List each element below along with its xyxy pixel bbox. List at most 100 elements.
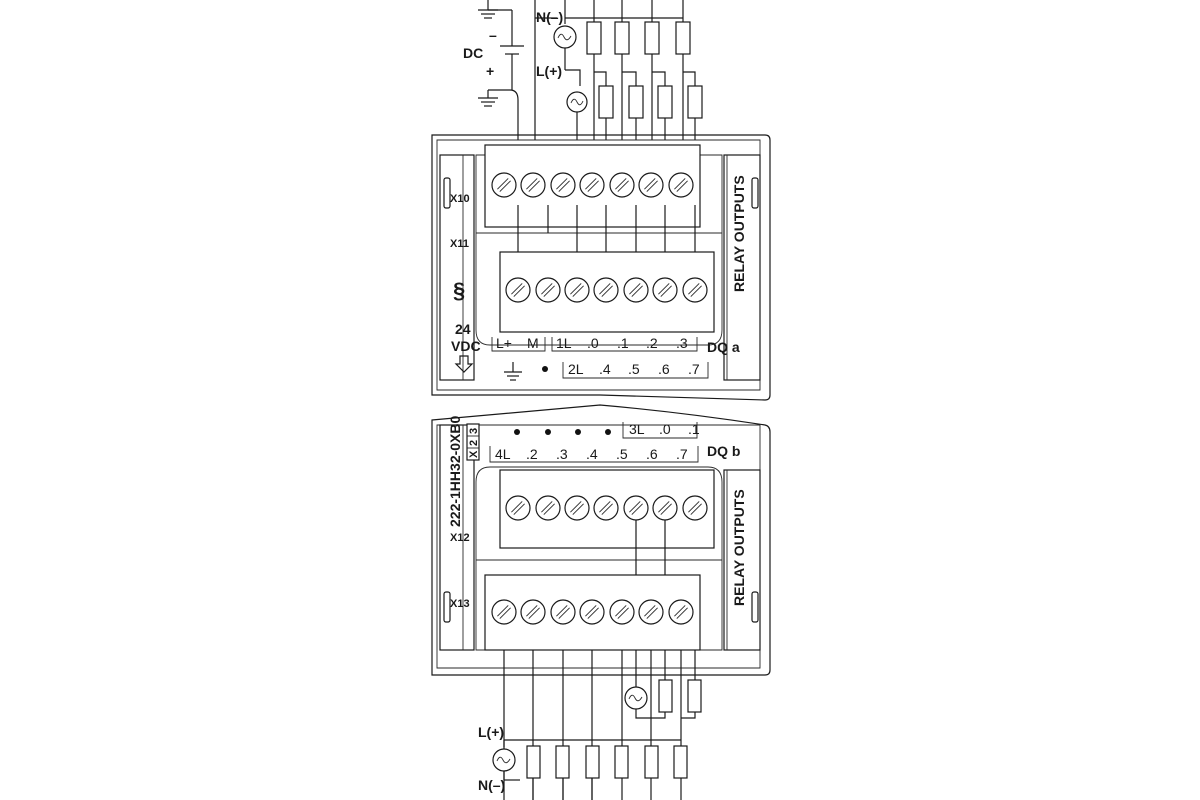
- terminal-label: M: [527, 335, 539, 351]
- ground-icon-lower: [478, 89, 519, 140]
- unused-terminal-dot: [545, 429, 551, 435]
- screw-terminal-icon: [550, 172, 576, 198]
- screw-terminal-icon: [505, 277, 531, 303]
- screw-terminal-icon: [609, 599, 635, 625]
- screw-terminal-icon: [564, 277, 590, 303]
- terminal-label: 3L: [629, 421, 645, 437]
- version-digit: 3: [468, 428, 480, 434]
- screw-terminal-icon: [491, 599, 517, 625]
- connector-label-x12: X12: [450, 532, 470, 544]
- dc-plus-label: +: [486, 63, 494, 79]
- screw-terminal-icon: [609, 172, 635, 198]
- arrow-down-icon: [454, 355, 474, 373]
- terminal-block-x12: [499, 469, 715, 549]
- ac-source-icon-3: [624, 686, 648, 710]
- screw-terminal-icon: [623, 277, 649, 303]
- unused-terminal-dot: [605, 429, 611, 435]
- terminal-label: .2: [526, 446, 538, 462]
- dc-minus-label: –: [489, 27, 497, 43]
- screw-terminal-icon: [652, 277, 678, 303]
- dc-battery-icon: [500, 10, 524, 90]
- manufacturer-logo-icon: §: [453, 278, 465, 303]
- terminal-label: .5: [628, 361, 640, 377]
- lower-module: [431, 404, 771, 676]
- terminal-label: 4L: [495, 446, 511, 462]
- load-resistor-row-bottom: [526, 745, 688, 779]
- terminal-labels-dq-b-row2: 4L .2 .3 .4 .5 .6 .7: [489, 446, 699, 463]
- group-label-dq-a: DQ a: [707, 339, 740, 355]
- l-plus-label: L(+): [536, 63, 562, 79]
- screw-terminal-icon: [638, 172, 664, 198]
- connector-label-x10: X10: [450, 193, 470, 205]
- ground-icon-terminal: [504, 362, 522, 381]
- screw-terminal-icon: [535, 277, 561, 303]
- screw-terminal-icon: [505, 495, 531, 521]
- screw-terminal-icon: [550, 599, 576, 625]
- terminal-block-x13: [484, 574, 701, 651]
- relay-outputs-label-upper: RELAY OUTPUTS: [731, 175, 747, 292]
- screw-terminal-icon: [579, 172, 605, 198]
- top-external-wiring: DC – + N(–) L(+): [463, 0, 703, 140]
- screw-terminal-icon: [668, 172, 694, 198]
- terminal-label: .5: [616, 446, 628, 462]
- version-digit: X: [468, 450, 480, 458]
- supply-voltage-label: 24: [455, 321, 471, 337]
- terminal-label: .0: [587, 335, 599, 351]
- ground-icon: [478, 0, 512, 19]
- unused-terminal-dot: [514, 429, 520, 435]
- screw-terminal-icon: [564, 495, 590, 521]
- connector-label-x13: X13: [450, 598, 470, 610]
- screw-terminal-icon: [638, 599, 664, 625]
- screw-terminal-icon: [682, 277, 708, 303]
- terminal-label: .4: [586, 446, 598, 462]
- load-resistor-row-lower: [598, 85, 703, 140]
- screw-terminal-icon: [652, 495, 678, 521]
- upper-module: [431, 134, 771, 401]
- screw-terminal-icon: [491, 172, 517, 198]
- group-label-dq-b: DQ b: [707, 443, 740, 459]
- terminal-label: .3: [556, 446, 568, 462]
- terminal-label: .3: [676, 335, 688, 351]
- terminal-labels-dq-b-row1: 3L .0 .1: [514, 421, 700, 439]
- screw-terminal-icon: [579, 599, 605, 625]
- version-box: X 2 3: [466, 423, 480, 461]
- screw-terminal-icon: [668, 599, 694, 625]
- terminal-block-x10: [484, 144, 701, 233]
- terminal-label: .1: [688, 421, 700, 437]
- terminal-label: 1L: [556, 335, 572, 351]
- load-resistor-row-upper: [586, 0, 691, 72]
- unused-terminal-dot: [542, 366, 548, 372]
- screw-terminal-icon: [520, 172, 546, 198]
- terminal-label: .6: [658, 361, 670, 377]
- screw-terminal-icon: [520, 599, 546, 625]
- terminal-label: L+: [496, 335, 512, 351]
- screw-terminal-icon: [593, 277, 619, 303]
- terminal-label: .6: [646, 446, 658, 462]
- upper-internal-lines: [517, 233, 696, 252]
- ac-source-icon-4: [492, 748, 516, 772]
- terminal-label: .2: [646, 335, 658, 351]
- unused-terminal-dot: [575, 429, 581, 435]
- terminal-label: .0: [659, 421, 671, 437]
- bottom-external-wiring: L(+) N(–): [478, 650, 702, 800]
- supply-type-label: VDC: [451, 338, 481, 354]
- screw-terminal-icon: [593, 495, 619, 521]
- ac-source-icon-2: [566, 91, 588, 113]
- terminal-label: .1: [617, 335, 629, 351]
- relay-outputs-label-lower: RELAY OUTPUTS: [731, 489, 747, 606]
- terminal-label: .7: [688, 361, 700, 377]
- n-minus-label-bottom: N(–): [478, 777, 505, 793]
- article-number: 222-1HH32-0XB0: [447, 416, 463, 527]
- screw-terminal-icon: [623, 495, 649, 521]
- screw-terminal-icon: [535, 495, 561, 521]
- ac-source-icon: [553, 25, 577, 49]
- l-plus-label-bottom: L(+): [478, 724, 504, 740]
- terminal-label: 2L: [568, 361, 584, 377]
- connector-label-x11: X11: [450, 238, 469, 250]
- terminal-labels-dq-a-row1: L+ M 1L .0 .1 .2 .3: [491, 335, 698, 352]
- screw-terminal-icon: [682, 495, 708, 521]
- terminal-label: .7: [676, 446, 688, 462]
- terminal-label: .4: [599, 361, 611, 377]
- n-minus-label: N(–): [536, 9, 563, 25]
